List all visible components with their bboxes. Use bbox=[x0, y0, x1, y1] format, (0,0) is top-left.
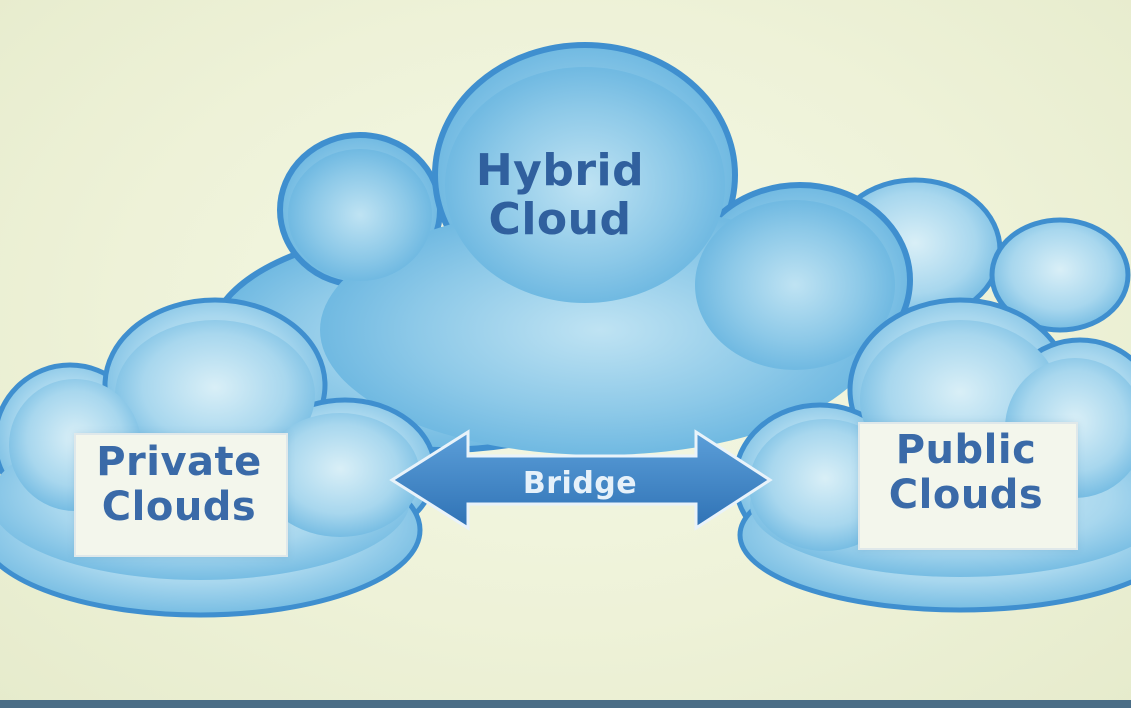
private-clouds-line1: Private bbox=[96, 439, 262, 485]
hybrid-cloud-label: Hybrid Cloud bbox=[430, 146, 690, 245]
public-clouds-line2: Clouds bbox=[888, 471, 1044, 518]
public-clouds-label: Public Clouds bbox=[858, 428, 1074, 518]
public-clouds-line1: Public bbox=[895, 427, 1037, 473]
public-clouds-box bbox=[858, 422, 1078, 550]
private-clouds-label: Private Clouds bbox=[74, 440, 284, 530]
hybrid-cloud-line1: Hybrid bbox=[475, 145, 645, 196]
screen-bottom-edge bbox=[0, 700, 1131, 708]
bridge-label: Bridge bbox=[522, 466, 638, 501]
private-clouds-box bbox=[74, 433, 288, 557]
private-clouds-line2: Clouds bbox=[101, 483, 257, 530]
hybrid-cloud-line2: Cloud bbox=[488, 194, 632, 246]
hybrid-cloud-shape bbox=[207, 42, 913, 455]
bridge-arrow bbox=[389, 429, 773, 531]
